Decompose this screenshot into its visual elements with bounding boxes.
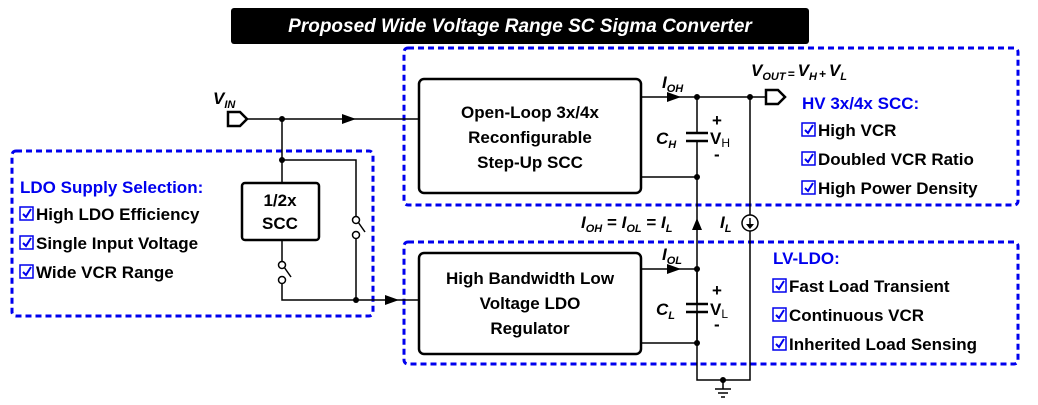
stepup-line2: Reconfigurable — [468, 128, 592, 147]
ldo-block — [417, 251, 643, 356]
bypass-wire-top — [282, 159, 357, 217]
vout-port-icon — [764, 88, 787, 106]
list-item: High LDO Efficiency — [19, 205, 200, 224]
checked-checkbox-icon — [19, 206, 34, 221]
ground-icon — [715, 380, 731, 398]
list-item: High Power Density — [801, 179, 978, 198]
current-equation: IOH = IOL = IL — [581, 213, 673, 235]
half-scc-line1: 1/2x — [263, 191, 297, 210]
half-scc-block — [240, 181, 321, 242]
stepup-scc-block — [417, 77, 643, 195]
iol-label: IOL — [662, 245, 682, 267]
junction-dot — [694, 340, 700, 346]
list-item-label: Wide VCR Range — [36, 263, 174, 282]
switch-icon — [351, 215, 366, 240]
checked-checkbox-icon — [801, 151, 816, 166]
current-source-icon — [741, 214, 759, 232]
ldo-line2: Voltage LDO — [480, 294, 581, 313]
vin-label: VIN — [213, 89, 236, 111]
capacitor-ch-icon — [686, 131, 708, 143]
list-item: Doubled VCR Ratio — [801, 150, 974, 169]
hv-region-outline — [402, 46, 1020, 207]
lv-region-outline — [402, 240, 1020, 366]
stepup-line1: Open-Loop 3x/4x — [461, 103, 599, 122]
list-item-label: Inherited Load Sensing — [789, 335, 977, 354]
arrow-icon — [385, 295, 399, 305]
arrow-icon — [667, 92, 681, 102]
half-scc-line2: SCC — [262, 214, 298, 233]
checked-checkbox-icon — [772, 336, 787, 351]
list-item-label: High LDO Efficiency — [36, 205, 200, 224]
arrow-icon — [342, 114, 356, 124]
stepup-line3: Step-Up SCC — [477, 153, 583, 172]
list-item: Single Input Voltage — [19, 234, 198, 253]
vh-cap-label: VH — [710, 129, 730, 150]
junction-dot — [353, 297, 359, 303]
checked-checkbox-icon — [19, 235, 34, 250]
checked-checkbox-icon — [801, 180, 816, 195]
list-item-label: Doubled VCR Ratio — [818, 150, 974, 169]
list-item: Wide VCR Range — [19, 263, 174, 282]
vh-plus: + — [712, 111, 722, 130]
ldo-supply-panel: LDO Supply Selection: High LDO Efficienc… — [19, 178, 203, 282]
checked-checkbox-icon — [772, 307, 787, 322]
list-item: Fast Load Transient — [772, 277, 950, 296]
il-label: IL — [720, 213, 732, 235]
list-item-label: Continuous VCR — [789, 306, 924, 325]
cl-label: CL — [656, 300, 675, 322]
list-item: Continuous VCR — [772, 306, 924, 325]
ldo-line1: High Bandwidth Low — [446, 269, 615, 288]
vl-plus: + — [712, 281, 722, 300]
vh-minus: - — [714, 145, 720, 164]
arrow-icon — [692, 218, 702, 230]
ch-label: CH — [656, 129, 677, 151]
vin-port: VIN — [213, 89, 249, 128]
switch-icon — [277, 260, 292, 285]
title-text: Proposed Wide Voltage Range SC Sigma Con… — [288, 16, 753, 37]
arrow-icon — [667, 264, 681, 274]
title-banner: Proposed Wide Voltage Range SC Sigma Con… — [231, 8, 809, 44]
port-pentagon-icon — [226, 110, 249, 128]
capacitor-cl-icon — [686, 302, 708, 314]
vl-minus: - — [714, 315, 720, 334]
ldo-supply-header: LDO Supply Selection: — [20, 178, 203, 197]
title-background — [231, 8, 809, 44]
list-item: High VCR — [801, 121, 896, 140]
checked-checkbox-icon — [801, 122, 816, 137]
lv-ldo-panel: LV-LDO: Fast Load Transient Continuous V… — [772, 249, 977, 354]
checked-checkbox-icon — [772, 278, 787, 293]
vout-label: VOUT=VH+VL — [751, 61, 847, 83]
vl-cap-label: VL — [710, 300, 728, 321]
ldo-line3: Regulator — [490, 319, 570, 338]
list-item-label: Fast Load Transient — [789, 277, 950, 296]
list-item-label: High Power Density — [818, 179, 978, 198]
list-item-label: Single Input Voltage — [36, 234, 198, 253]
hv-scc-panel: HV 3x/4x SCC: High VCR Doubled VCR Ratio… — [801, 94, 978, 198]
lv-ldo-header: LV-LDO: — [773, 249, 840, 268]
ioh-label: IOH — [662, 73, 684, 95]
hv-scc-header: HV 3x/4x SCC: — [802, 94, 919, 113]
ldo-supply-wire — [281, 283, 419, 301]
checked-checkbox-icon — [19, 264, 34, 279]
list-item: Inherited Load Sensing — [772, 335, 977, 354]
list-item-label: High VCR — [818, 121, 896, 140]
